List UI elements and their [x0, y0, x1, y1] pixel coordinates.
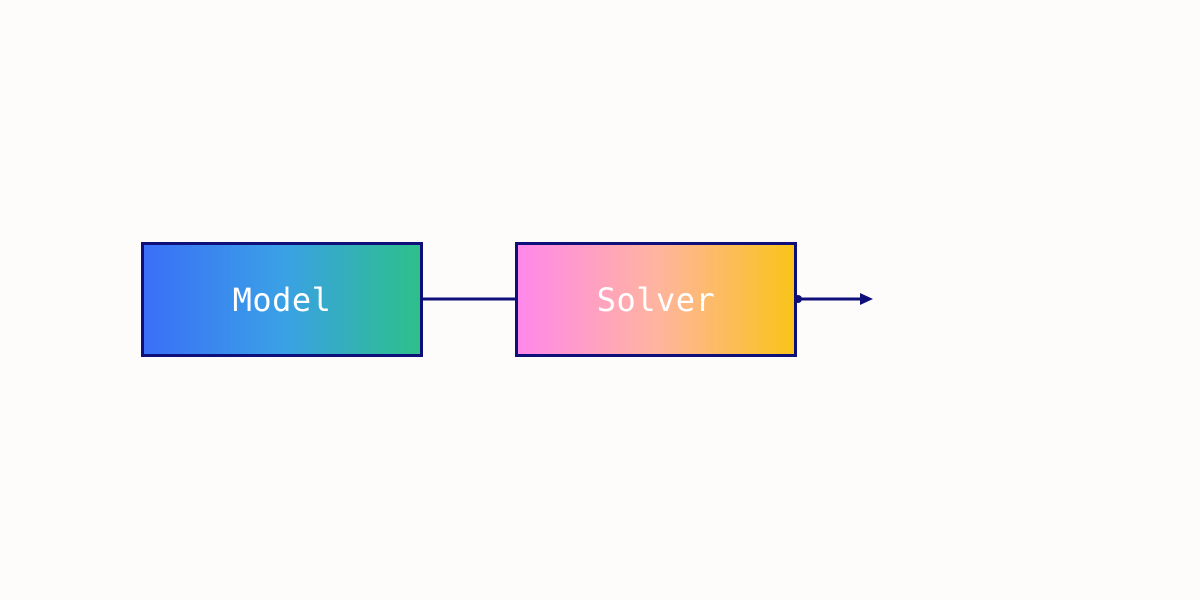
node-solver-label: Solver: [596, 280, 716, 319]
node-solver: Solver: [515, 242, 797, 357]
arrowhead-icon: [860, 293, 873, 305]
node-model: Model: [141, 242, 423, 357]
node-model-label: Model: [232, 280, 332, 319]
